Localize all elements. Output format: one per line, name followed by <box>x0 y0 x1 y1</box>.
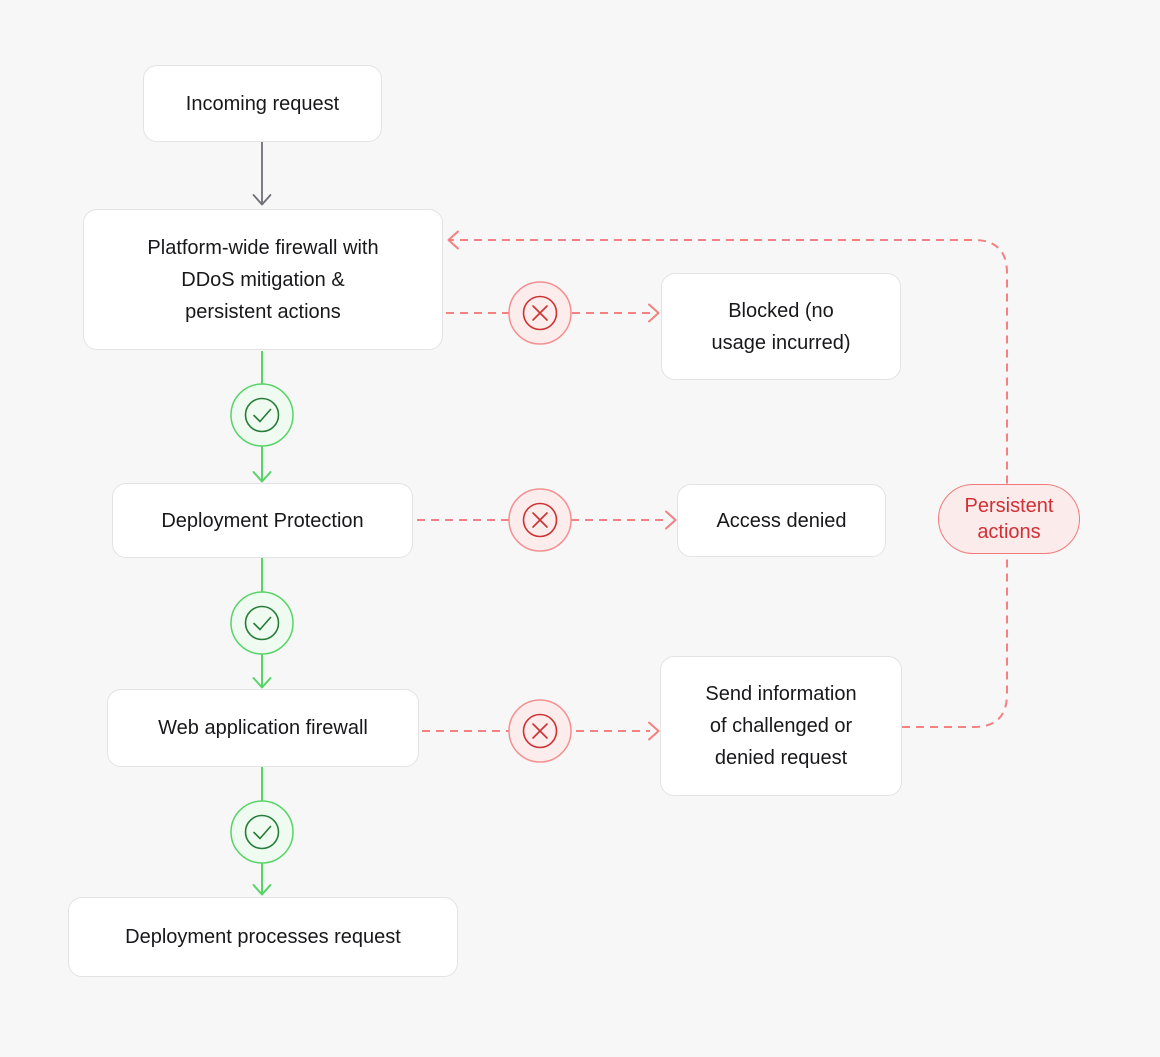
node-platform-firewall: Platform-wide firewall with DDoS mitigat… <box>83 209 443 350</box>
arrow-persistent-loop <box>447 230 1008 728</box>
check-circle-icon <box>230 800 294 864</box>
node-label: Blocked (no usage incurred) <box>711 299 851 354</box>
node-label: Deployment Protection <box>161 509 364 532</box>
check-circle-icon <box>230 383 294 447</box>
node-label: Incoming request <box>185 92 340 115</box>
x-circle-icon <box>508 699 572 763</box>
x-circle-icon <box>508 488 572 552</box>
node-deployment-processes-request: Deployment processes request <box>68 897 458 977</box>
node-deployment-protection: Deployment Protection <box>112 483 413 558</box>
x-circle-icon <box>508 281 572 345</box>
node-label: Web application firewall <box>158 717 368 739</box>
arrow-protection-to-denied <box>417 510 677 530</box>
node-label: Platform-wide firewall with DDoS mitigat… <box>147 236 379 323</box>
arrow-incoming-to-firewall <box>252 142 272 206</box>
node-blocked: Blocked (no usage incurred) <box>661 273 901 380</box>
badge-persistent-actions: Persistent actions <box>938 484 1080 554</box>
node-label: Send information of challenged or denied… <box>705 683 857 769</box>
node-access-denied: Access denied <box>677 484 886 557</box>
check-circle-icon <box>230 591 294 655</box>
node-label: Access denied <box>716 509 847 532</box>
node-send-information: Send information of challenged or denied… <box>660 656 902 796</box>
node-label: Deployment processes request <box>125 926 401 948</box>
badge-label: Persistent actions <box>964 495 1054 543</box>
node-web-application-firewall: Web application firewall <box>107 689 419 767</box>
node-incoming-request: Incoming request <box>143 65 382 142</box>
